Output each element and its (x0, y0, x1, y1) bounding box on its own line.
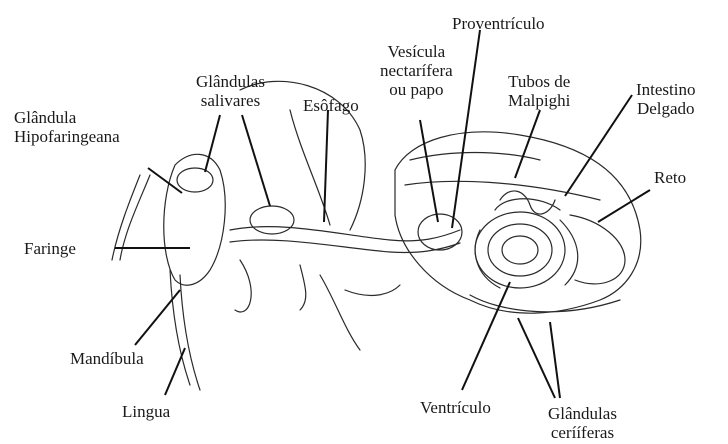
reto-shape (570, 215, 625, 284)
label-glandulas-ceriferas: Glândulas cerííferas (548, 404, 617, 442)
label-faringe: Faringe (24, 239, 76, 258)
label-reto: Reto (654, 168, 686, 187)
glandula-hipofaringeana-shape (177, 168, 213, 192)
label-glandulas-salivares: Glândulas salivares (196, 72, 265, 110)
label-proventriculo: Proventrículo (452, 14, 545, 33)
pointer-ceriferas-2 (550, 322, 560, 398)
head-outline (164, 154, 225, 285)
label-mandibula: Mandíbula (70, 349, 144, 368)
pointer-ceriferas-1 (518, 318, 555, 398)
abdomen-outline (395, 132, 641, 313)
pointer-salivares-1 (205, 115, 220, 172)
label-intestino-delgado: Intestino Delgado (636, 80, 696, 118)
label-ventriculo: Ventrículo (420, 398, 491, 417)
pointer-mandibula (135, 290, 180, 345)
pointer-ventriculo (462, 282, 510, 390)
label-esofago: Esôfago (303, 96, 359, 115)
pointer-esofago (324, 110, 328, 222)
label-glandula-hipofaringeana: Glândula Hipofaringeana (14, 108, 120, 146)
pointer-reto (598, 190, 650, 222)
pointer-proventriculo (452, 30, 480, 228)
pointer-lingua (165, 348, 185, 395)
label-vesicula: Vesícula nectarífera ou papo (380, 42, 453, 99)
glandulas-salivares-shape (250, 206, 294, 234)
label-lingua: Lingua (122, 402, 170, 421)
pointer-tubos (515, 110, 540, 178)
glandulas-ceriferas-shape (470, 295, 620, 312)
label-tubos-malpighi: Tubos de Malpighi (508, 72, 570, 110)
pointer-intestino (565, 95, 632, 196)
pointer-salivares-2 (242, 115, 270, 206)
pointer-vesicula (420, 120, 438, 222)
